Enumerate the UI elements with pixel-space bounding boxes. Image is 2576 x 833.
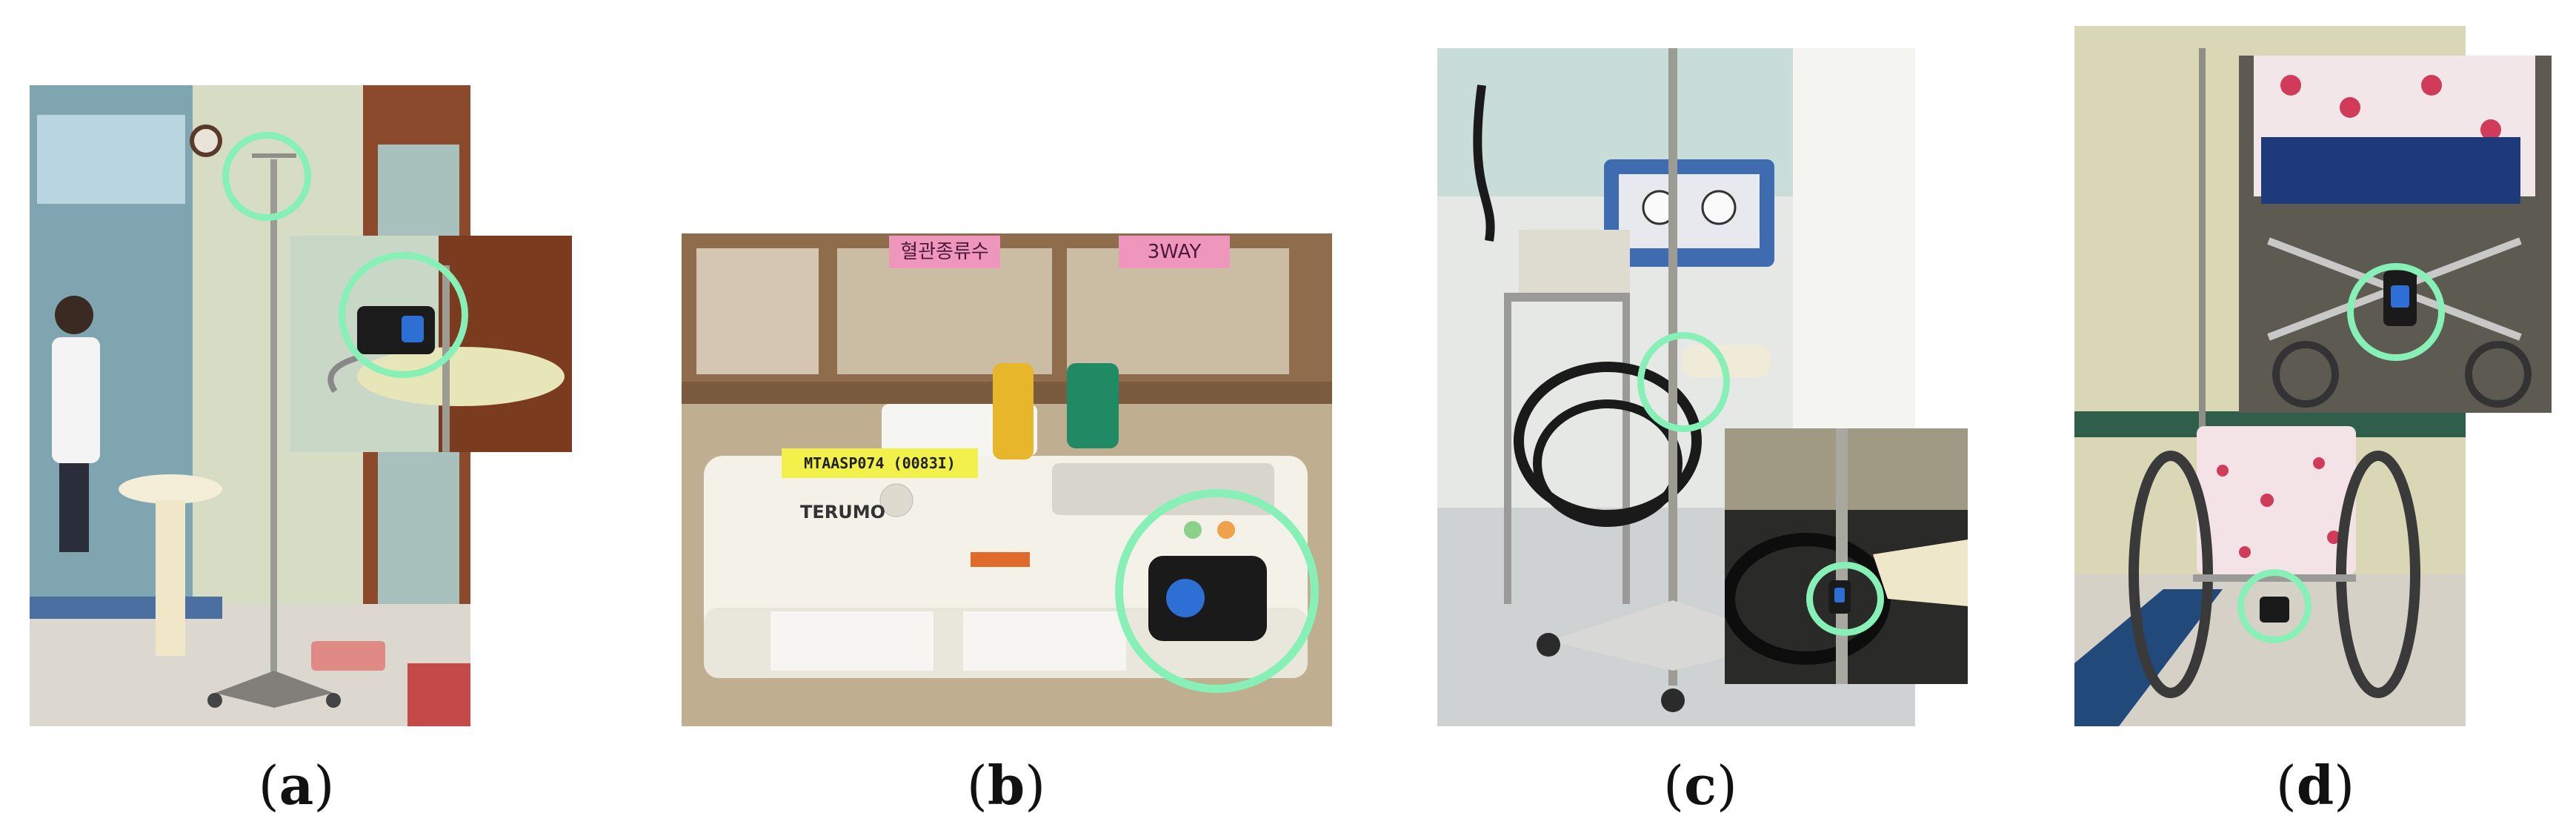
caption-letter: c [1684, 754, 1717, 817]
pump-id-label: MTAASP074 (0083I) [782, 448, 978, 478]
caption-letter: d [2296, 754, 2334, 817]
panel-caption-c: (c) [1663, 754, 1738, 817]
caption-letter: a [279, 754, 314, 817]
pump-wall-label-2: 3WAY [1119, 236, 1230, 268]
highlight-circle [2237, 569, 2312, 643]
panel-c-inset-photo [1725, 428, 1968, 684]
highlight-circle [222, 132, 311, 221]
highlight-circle [339, 252, 468, 378]
pump-wall-label-1: 혈관종류수 [889, 236, 1000, 268]
panel-caption-b: (b) [966, 754, 1046, 817]
panel-caption-a: (a) [258, 754, 335, 817]
highlight-circle [1115, 489, 1319, 693]
highlight-circle [1806, 562, 1884, 636]
panel-caption-d: (d) [2275, 754, 2355, 817]
pump-brand-label: TERUMO [800, 502, 886, 522]
highlight-circle [1637, 332, 1730, 432]
cart-pole-sensor-closeup [1725, 428, 1968, 684]
highlight-circle [2347, 263, 2445, 361]
caption-letter: b [987, 754, 1025, 817]
